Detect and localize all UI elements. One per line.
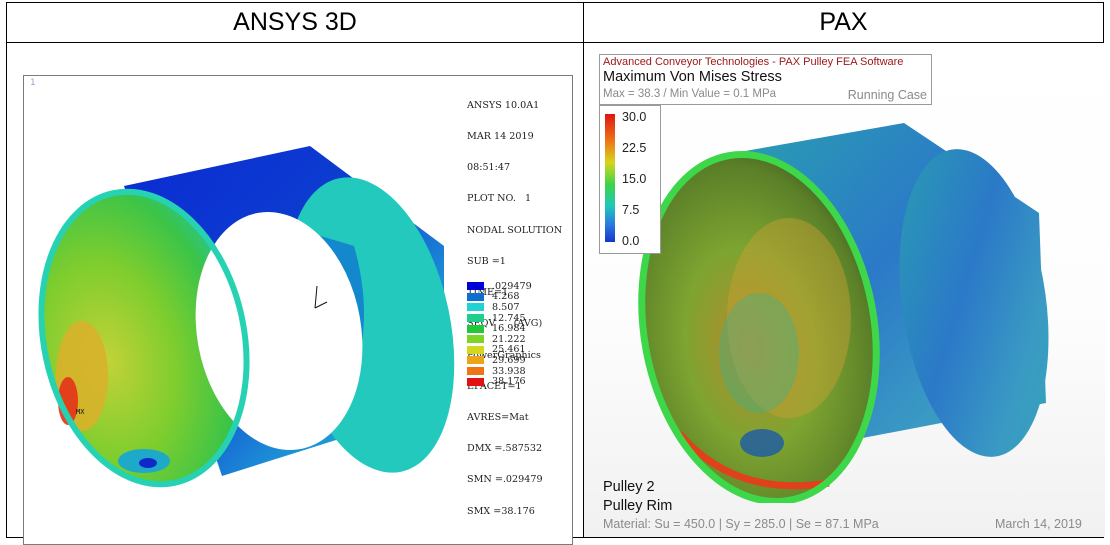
legend-value: 38.176 xyxy=(492,376,526,388)
plot-title: Maximum Von Mises Stress xyxy=(603,69,782,85)
legend-swatch xyxy=(467,367,484,376)
max-marker: MX xyxy=(76,408,85,416)
part-name: Pulley Rim xyxy=(603,498,673,514)
column-divider xyxy=(583,3,584,537)
color-bar xyxy=(605,114,615,242)
scale-tick: 22.5 xyxy=(622,141,647,155)
range-label: Max = 38.3 / Min Value = 0.1 MPa xyxy=(603,88,777,100)
legend-value: .029479 xyxy=(492,280,532,292)
plot-number-label: 1 xyxy=(30,78,36,88)
ansys-plot-window: 1 xyxy=(23,75,573,545)
pax-color-scale: 30.0 22.5 15.0 7.5 0.0 xyxy=(599,105,661,254)
legend-row: 4.268 xyxy=(467,291,532,303)
legend-swatch xyxy=(467,345,484,354)
legend-swatch xyxy=(467,292,484,301)
ansys-info-block: ANSYS 10.0A1 MAR 14 2019 08:51:47 PLOT N… xyxy=(467,99,563,517)
case-label: Running Case xyxy=(847,88,927,102)
legend-swatch xyxy=(467,377,484,386)
legend-row: 29.699 xyxy=(467,355,532,366)
scale-tick: 30.0 xyxy=(622,110,647,124)
legend-row: 38.176 xyxy=(467,376,532,387)
legend-value: 29.699 xyxy=(492,354,526,366)
legend-row: 33.938 xyxy=(467,366,532,377)
legend-value: 8.507 xyxy=(492,301,520,313)
header-ansys: ANSYS 3D xyxy=(7,3,583,43)
legend-value: 21.222 xyxy=(492,333,526,345)
material-label: Material: Su = 450.0 | Sy = 285.0 | Se =… xyxy=(603,517,879,531)
scale-tick: 15.0 xyxy=(622,172,647,186)
header-pax: PAX xyxy=(584,3,1103,43)
legend-row: .029479 xyxy=(467,281,532,292)
legend-value: 12.745 xyxy=(492,312,526,324)
legend-swatch xyxy=(467,314,484,323)
ansys-pulley-image: MX xyxy=(38,146,455,488)
legend-value: 4.268 xyxy=(492,291,520,303)
legend-row: 8.507 xyxy=(467,302,532,313)
legend-value: 33.938 xyxy=(492,365,526,377)
legend-swatch xyxy=(467,303,484,312)
scale-tick: 7.5 xyxy=(622,203,640,217)
comparison-table: ANSYS 3D PAX 1 xyxy=(6,2,1105,545)
pax-title-box: Advanced Conveyor Technologies - PAX Pul… xyxy=(599,54,932,105)
legend-swatch xyxy=(467,356,484,365)
date-label: March 14, 2019 xyxy=(995,517,1082,531)
ansys-cell: 1 xyxy=(7,43,583,545)
legend-swatch xyxy=(467,282,484,291)
company-label: Advanced Conveyor Technologies - PAX Pul… xyxy=(603,56,904,68)
legend-swatch xyxy=(467,335,484,344)
legend-row: 16.984 xyxy=(467,323,532,334)
pax-pulley-image xyxy=(638,123,1049,503)
pax-cell: Advanced Conveyor Technologies - PAX Pul… xyxy=(584,43,1105,537)
pulley-name: Pulley 2 xyxy=(603,479,655,495)
legend-swatch xyxy=(467,324,484,333)
scale-tick: 0.0 xyxy=(622,234,640,248)
legend-row: 25.461 xyxy=(467,344,532,356)
legend-row: 21.222 xyxy=(467,334,532,345)
legend-value: 16.984 xyxy=(492,323,526,335)
legend-value: 25.461 xyxy=(492,344,526,356)
legend-row: 12.745 xyxy=(467,313,532,324)
